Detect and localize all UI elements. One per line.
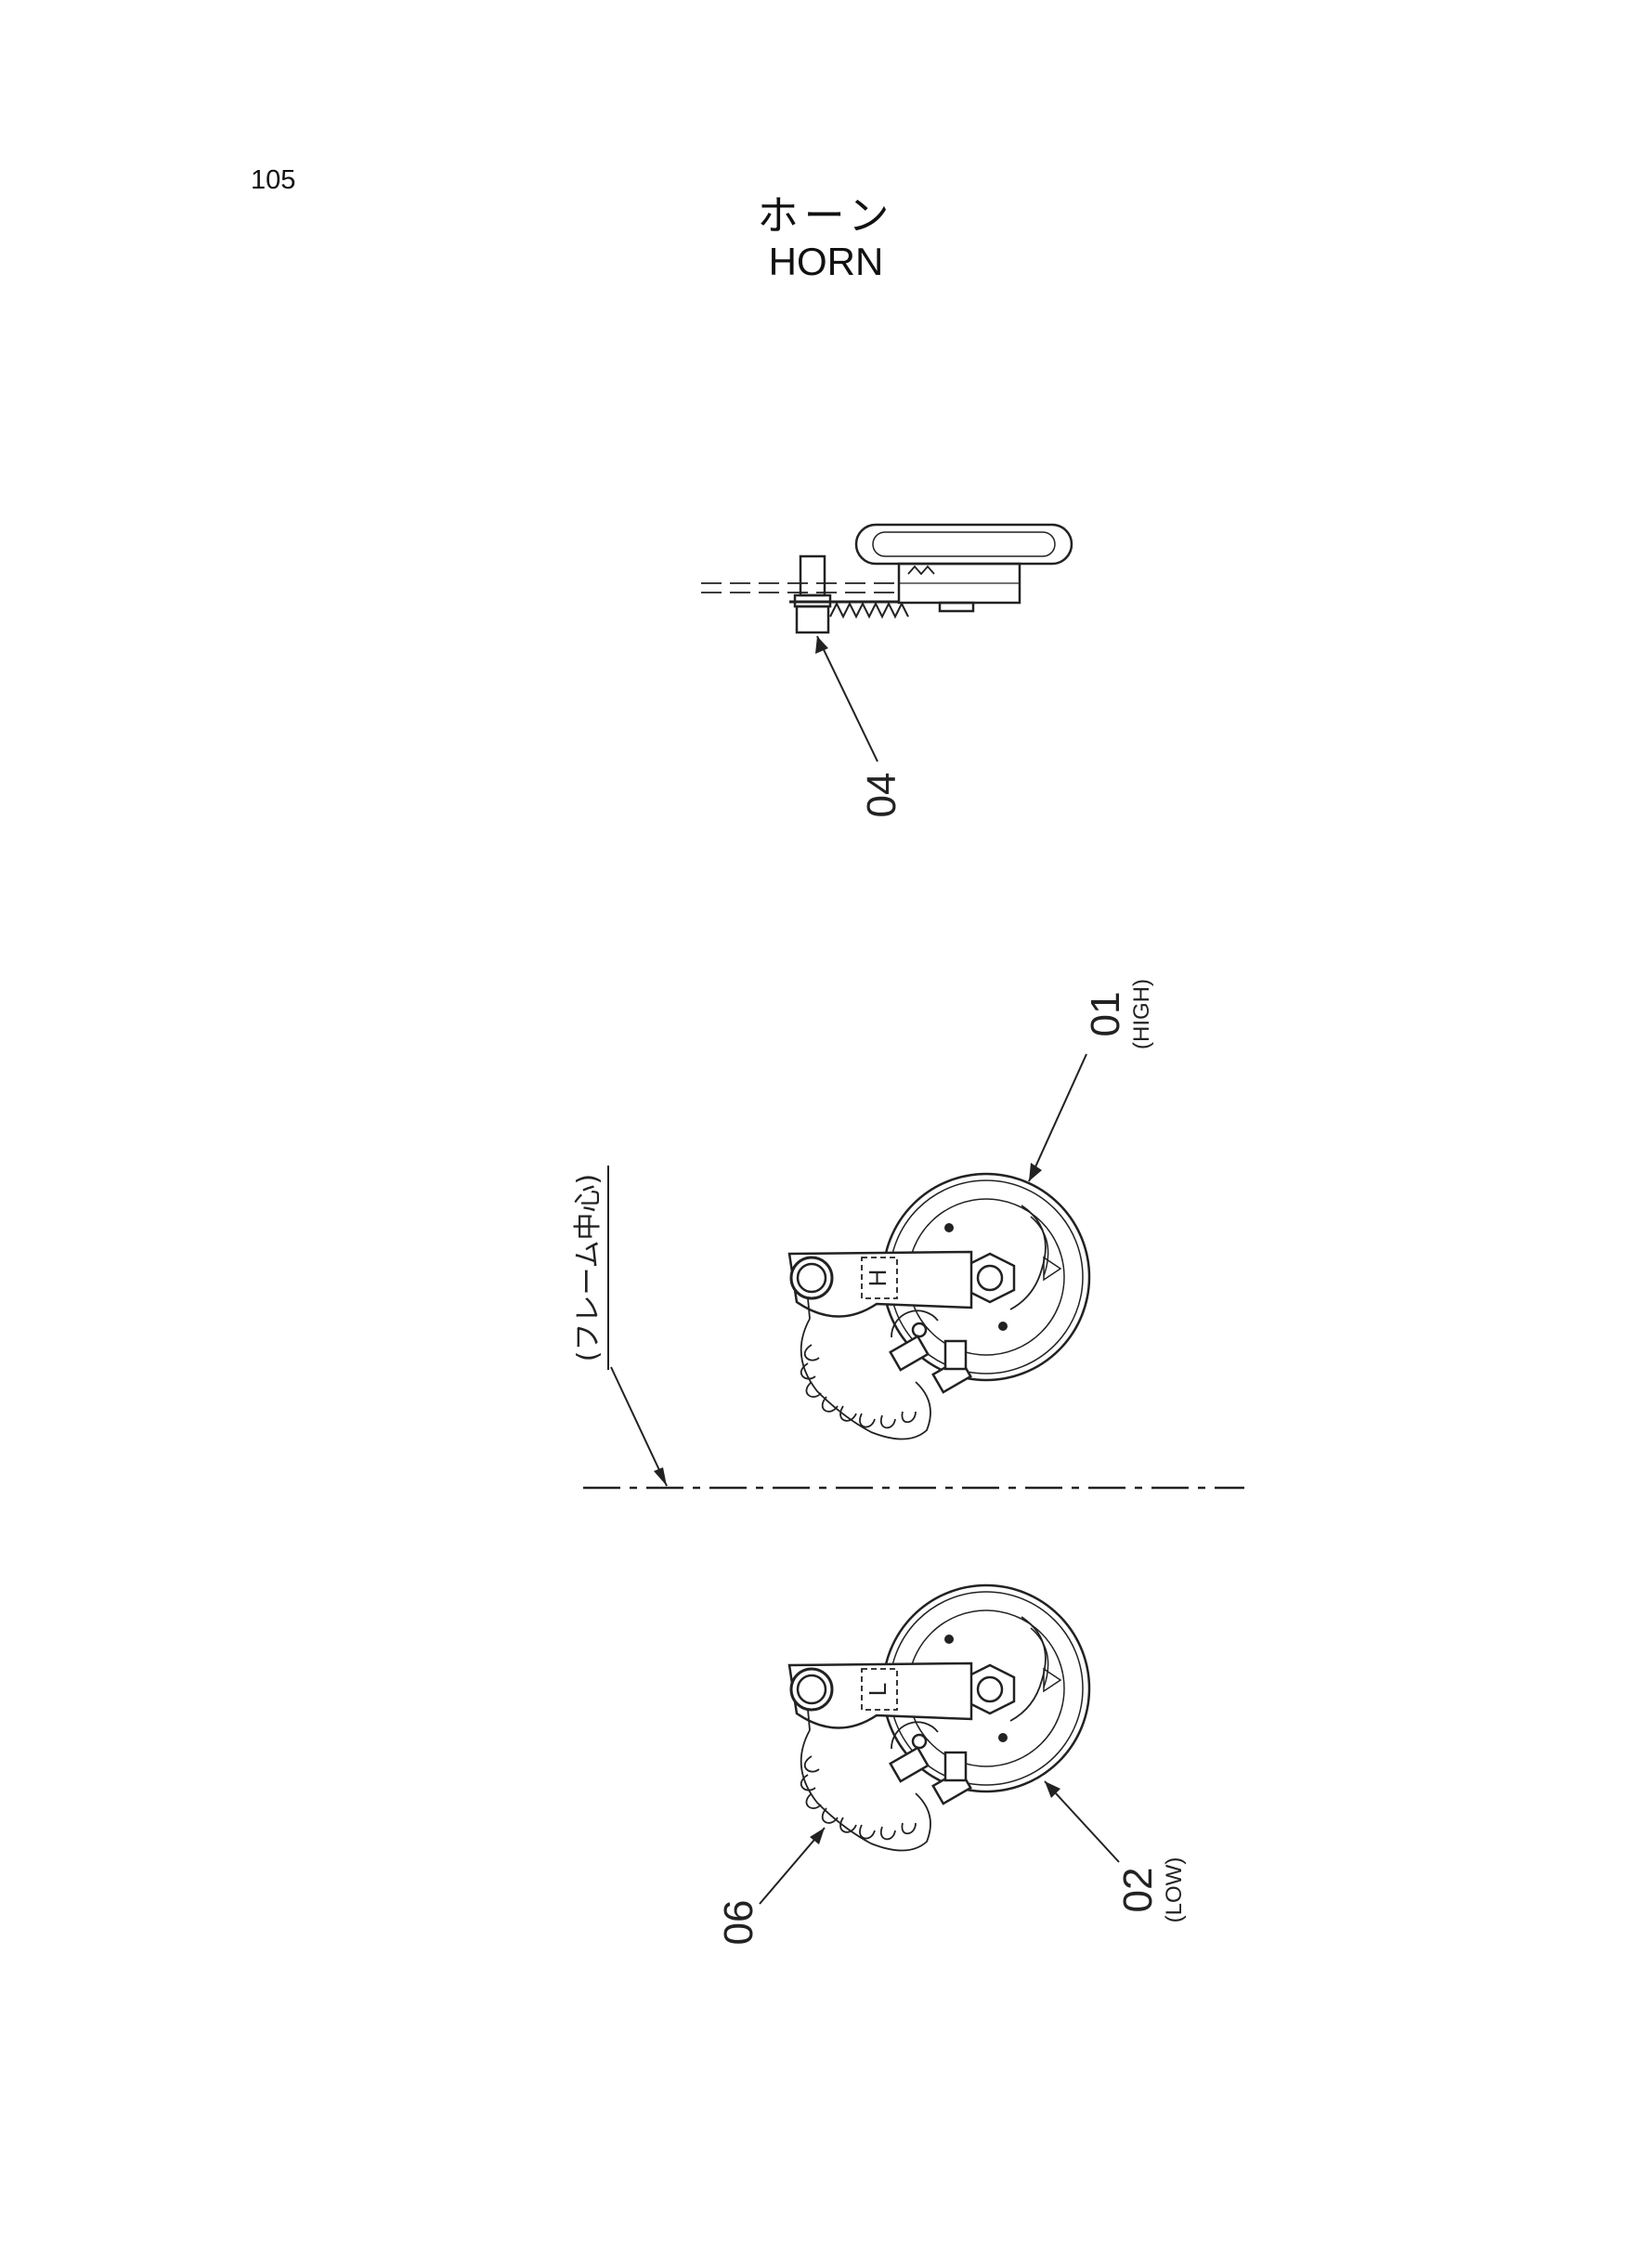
part-number-04: 04 [859, 773, 904, 818]
part-number-06: 06 [716, 1900, 761, 1946]
leader-line-01 [1028, 1053, 1087, 1182]
mark-low-label: L [864, 1683, 891, 1696]
mark-high-label: H [864, 1270, 891, 1287]
part-02-note-low: (LOW) [1162, 1857, 1187, 1923]
title-japanese: ホーン [757, 192, 895, 240]
frame-center-label: (フレーム中心) [572, 1174, 605, 1362]
page-number: 105 [251, 165, 296, 195]
title-english: HORN [768, 240, 884, 283]
horn-side-view [701, 523, 1073, 634]
part-number-02: 02 [1115, 1868, 1161, 1913]
part-01-note-high: (HIGH) [1129, 979, 1154, 1049]
horn-high-front-view [787, 1172, 1091, 1440]
leader-line-02 [1044, 1780, 1120, 1863]
leader-line-frame-center [610, 1366, 668, 1487]
leader-line-04 [816, 635, 878, 762]
horn-low-front-view [787, 1583, 1091, 1852]
leader-line-06 [759, 1827, 826, 1905]
part-number-01: 01 [1083, 992, 1128, 1037]
